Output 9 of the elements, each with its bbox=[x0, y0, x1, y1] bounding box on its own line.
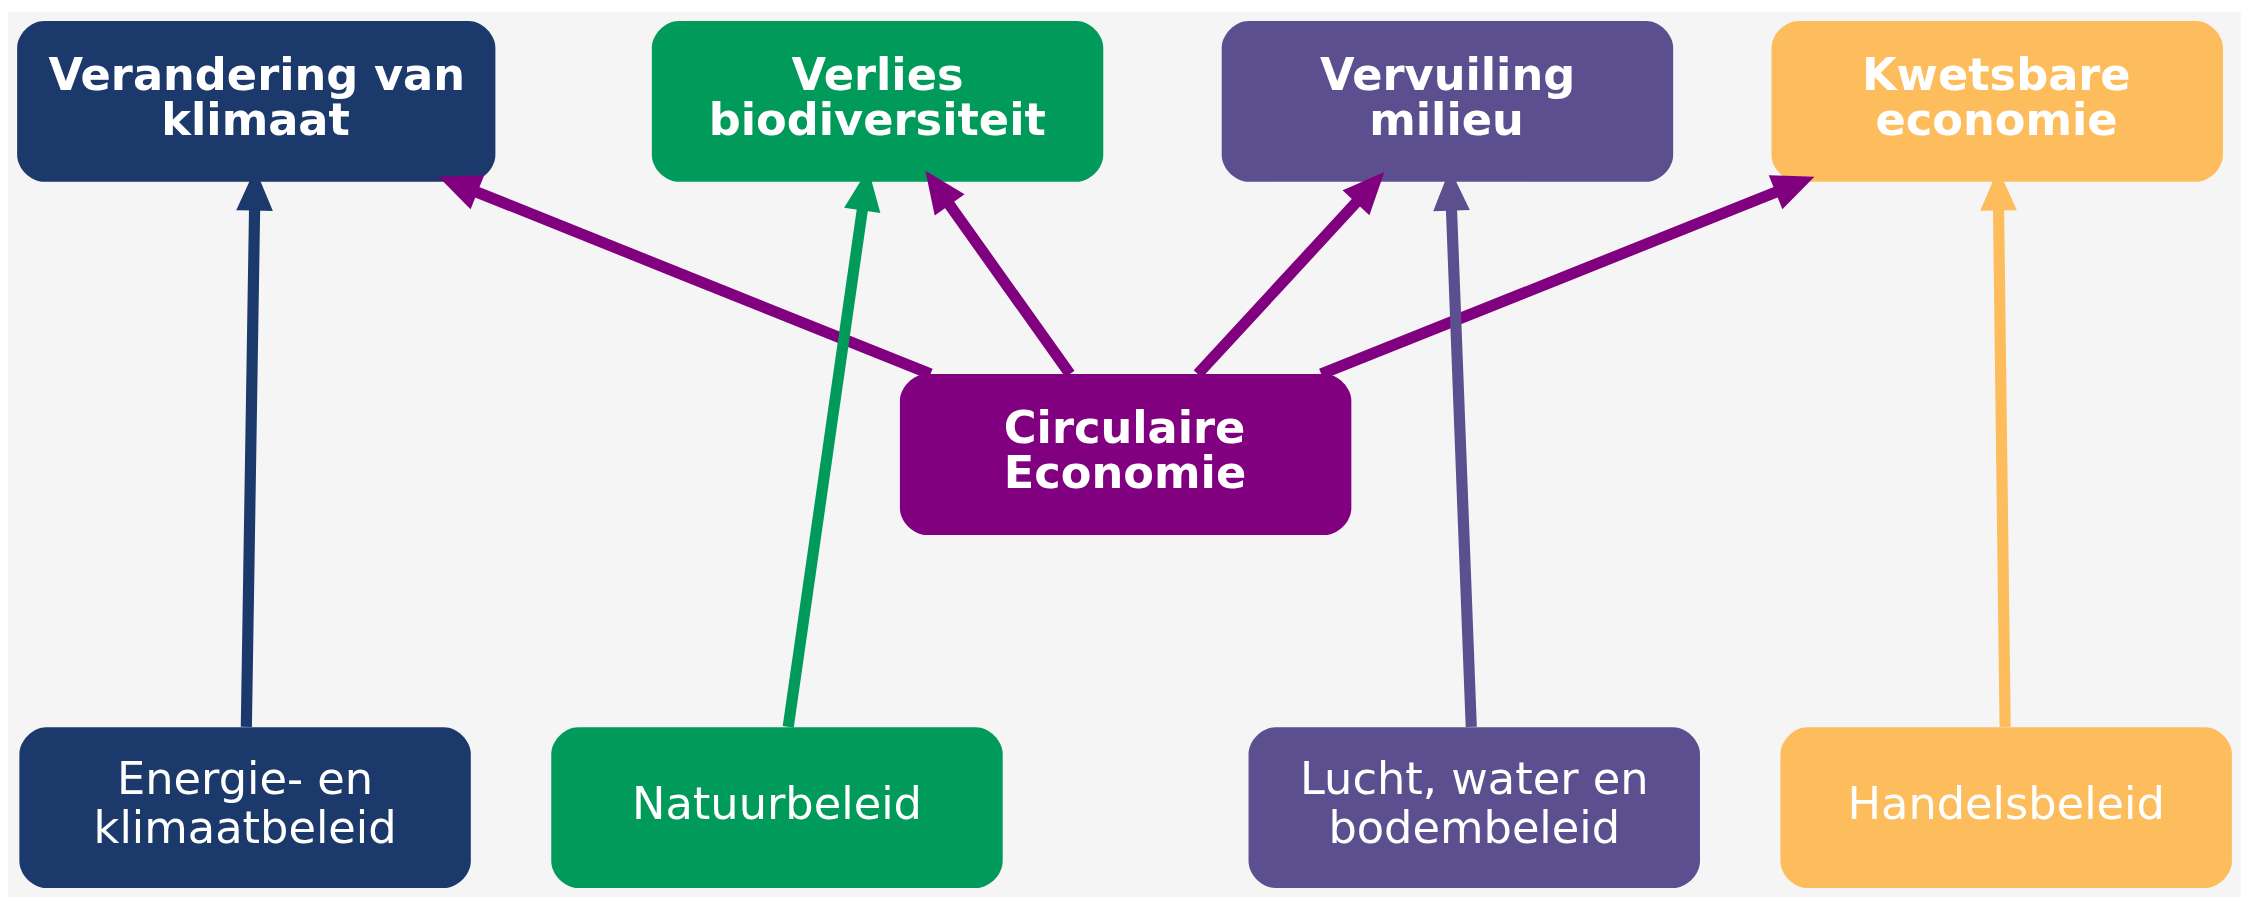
node-box: Handelsbeleid bbox=[1780, 727, 2232, 889]
node-box: Natuurbeleid bbox=[551, 727, 1003, 889]
node-box: Circulaire Economie bbox=[899, 374, 1352, 535]
node-box: Kwetsbare economie bbox=[1771, 20, 2223, 182]
node-box: Verlies biodiversiteit bbox=[651, 20, 1104, 182]
node-box: Vervuiling milieu bbox=[1221, 20, 1674, 182]
node-box: Energie- en klimaatbeleid bbox=[19, 727, 471, 889]
node-box: Lucht, water en bodembeleid bbox=[1248, 727, 1700, 889]
node-box: Verandering van klimaat bbox=[17, 20, 496, 182]
